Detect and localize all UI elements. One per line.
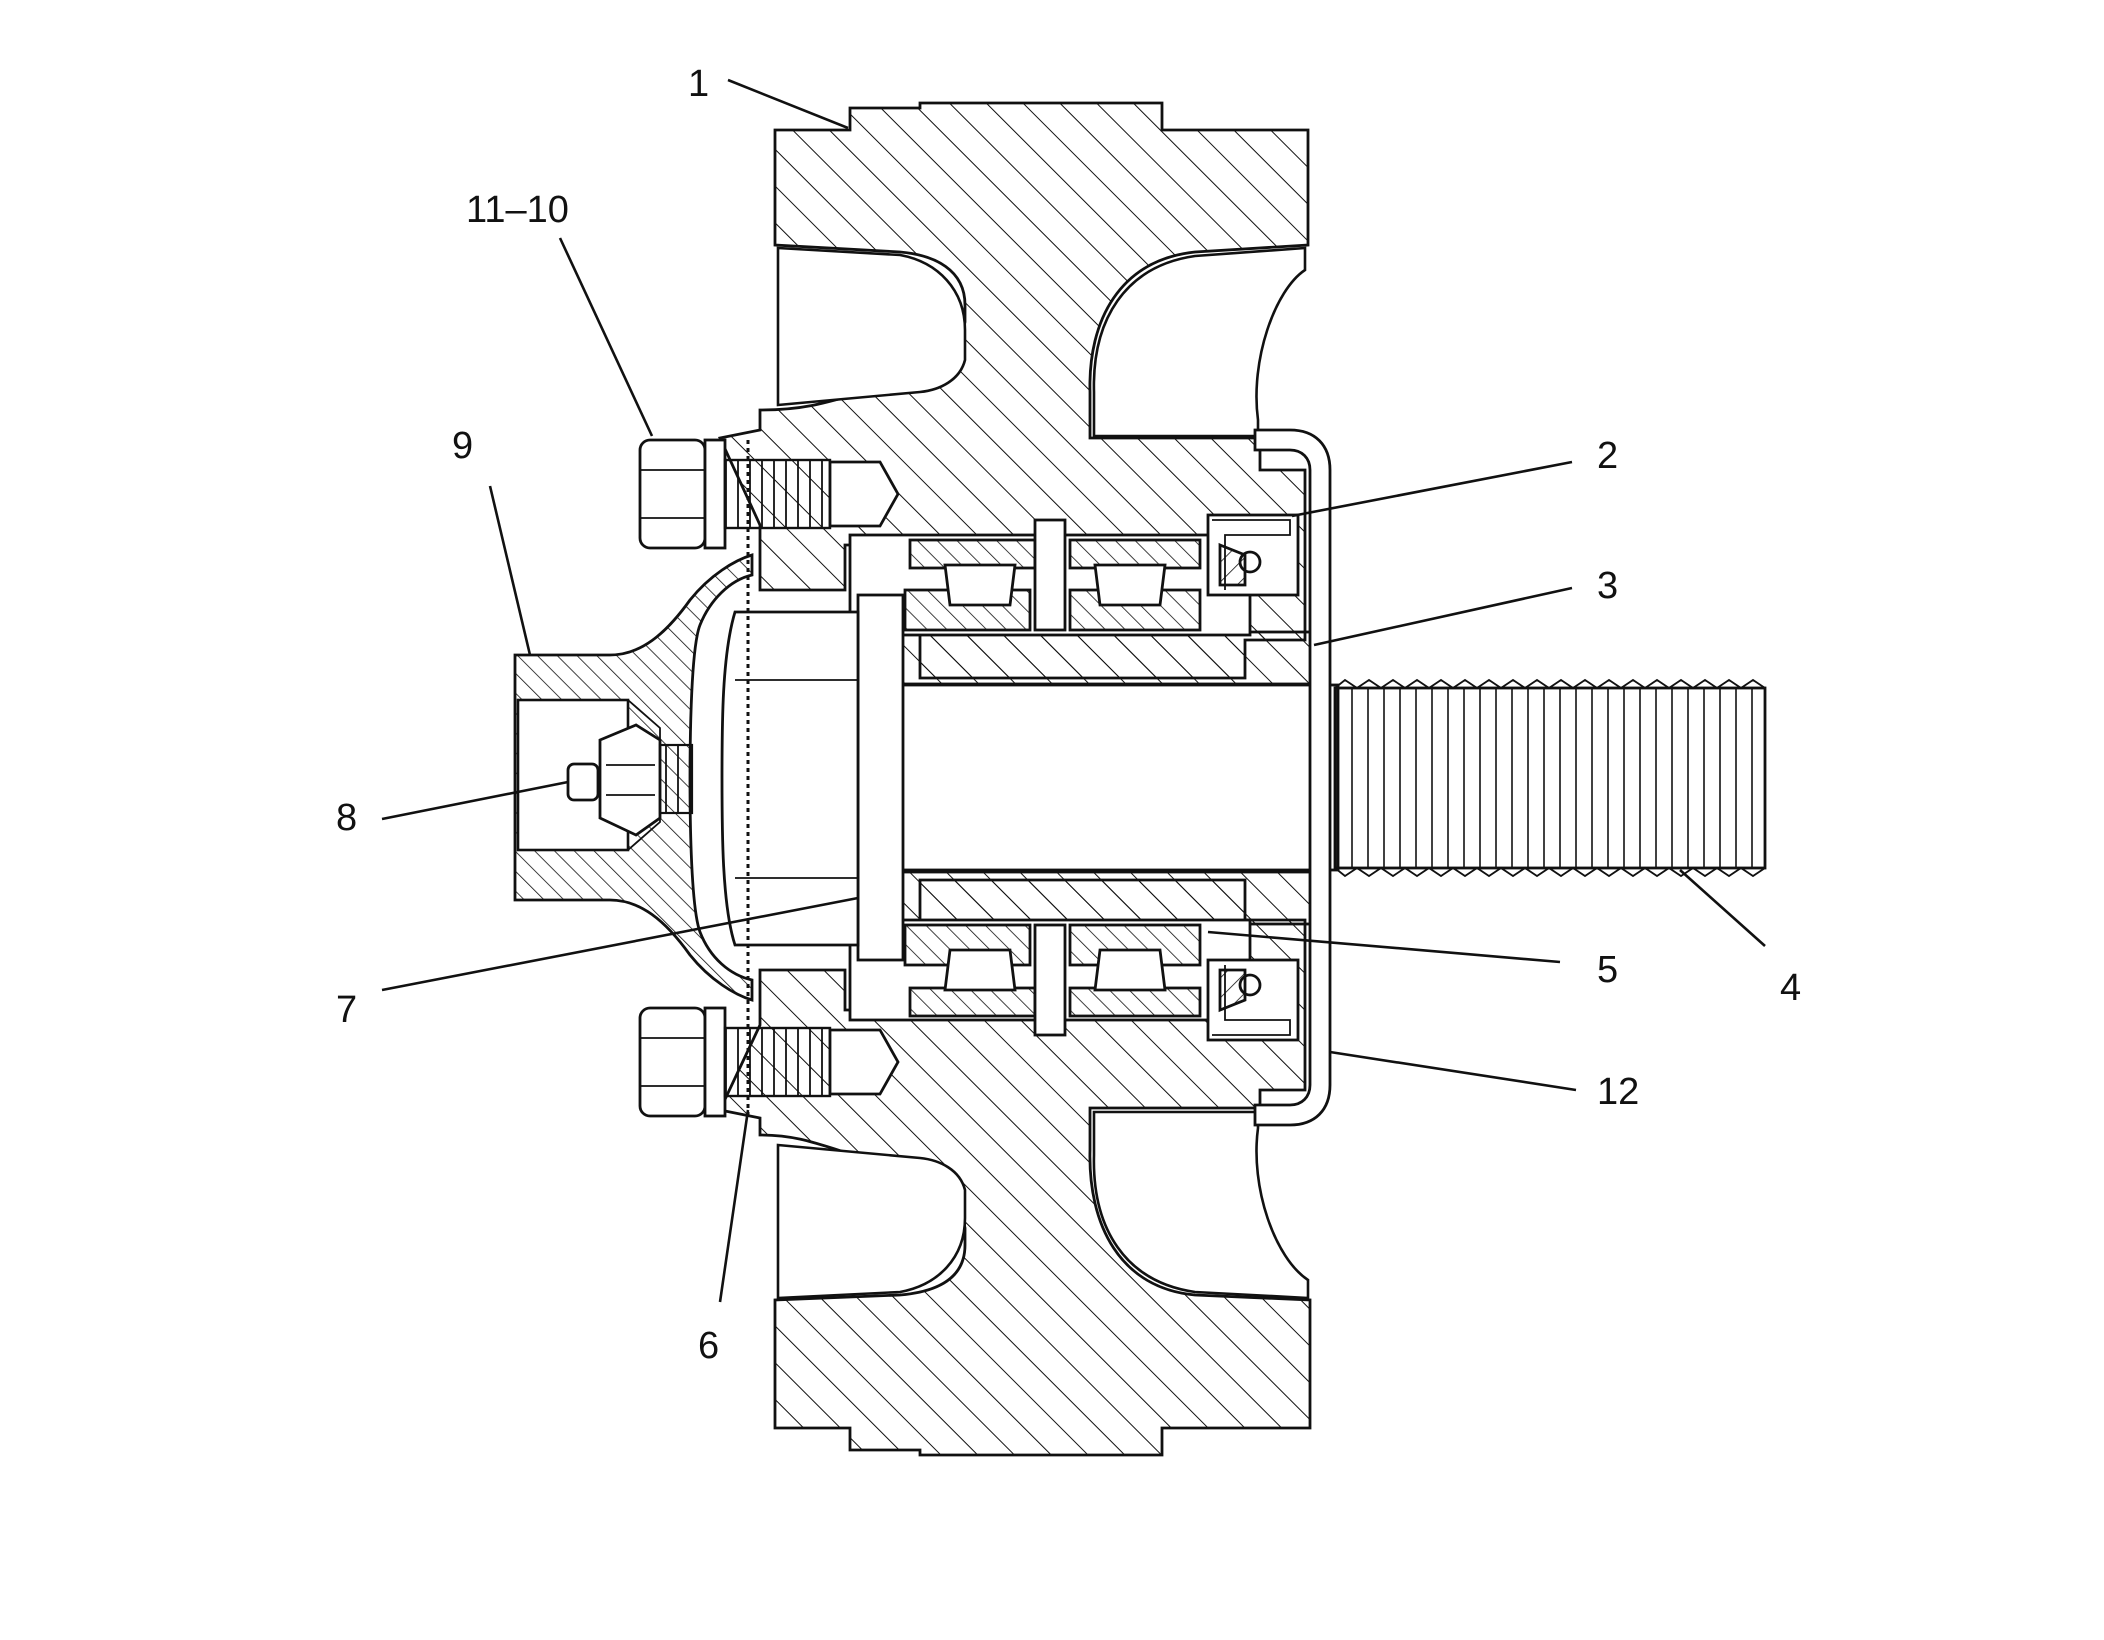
callout-5: 5	[1597, 949, 1618, 991]
callout-2: 2	[1597, 435, 1618, 477]
callout-8: 8	[336, 797, 357, 839]
leader-4	[1679, 869, 1766, 947]
callout-labels: 1 2 3 4 5 6 7 8 9 11–10 12	[336, 63, 1801, 1367]
seal-upper	[1206, 513, 1300, 597]
spacer-sleeve	[900, 630, 1316, 926]
leader-5	[1207, 930, 1561, 964]
leader-9	[488, 485, 532, 656]
leader-12	[1329, 1050, 1577, 1092]
retainer-plate	[856, 593, 905, 962]
leader-lines	[381, 78, 1766, 1303]
leader-7	[381, 896, 859, 992]
callout-3: 3	[1597, 565, 1618, 607]
leader-2	[1291, 460, 1573, 518]
leader-6	[718, 1109, 750, 1303]
shaft-nut	[720, 610, 860, 947]
bolt-lower	[638, 1006, 900, 1118]
leader-3	[1313, 586, 1573, 647]
seal-lower	[1206, 958, 1300, 1042]
grease-fitting	[566, 723, 694, 837]
shaft	[856, 678, 1767, 878]
callout-9: 9	[452, 425, 473, 467]
tapered-roller-bearing-upper	[848, 518, 1252, 637]
leader-8	[381, 780, 569, 821]
leader-11-10	[558, 237, 654, 437]
callout-11-10: 11–10	[466, 189, 569, 231]
callout-7: 7	[336, 989, 357, 1031]
callout-12: 12	[1597, 1071, 1639, 1113]
callout-4: 4	[1780, 967, 1801, 1009]
bolt-upper	[638, 438, 900, 550]
leader-1	[727, 78, 849, 130]
end-cover	[1253, 428, 1332, 1127]
callout-6: 6	[698, 1325, 719, 1367]
callout-1: 1	[688, 63, 709, 105]
tapered-roller-bearing-lower	[848, 918, 1252, 1037]
